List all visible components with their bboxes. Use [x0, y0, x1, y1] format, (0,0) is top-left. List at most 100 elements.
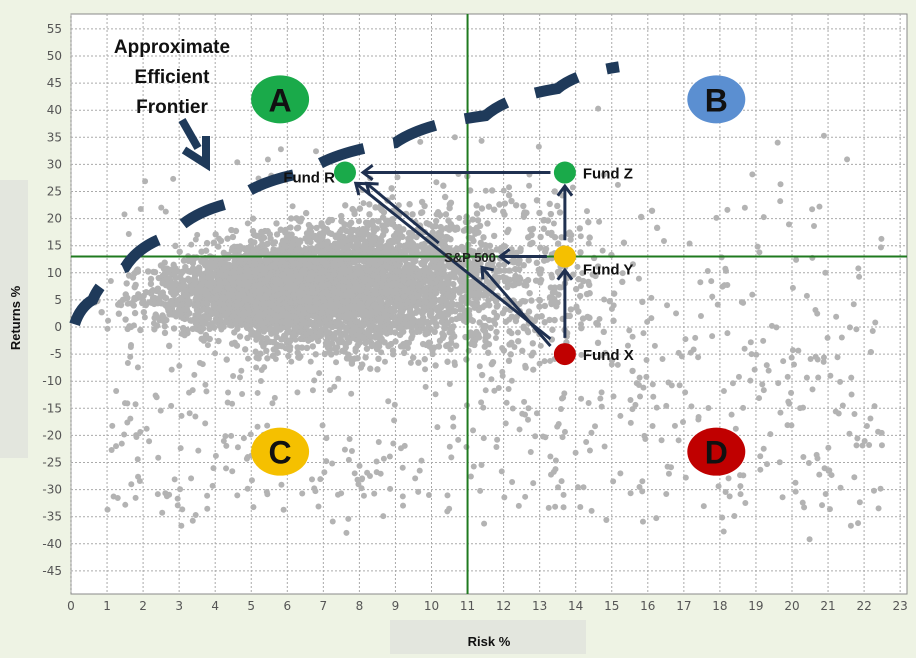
- scatter-point: [629, 367, 636, 375]
- scatter-point: [130, 302, 137, 309]
- scatter-point: [180, 277, 188, 285]
- scatter-point: [171, 270, 178, 278]
- scatter-point: [307, 328, 314, 335]
- scatter-point: [131, 309, 139, 317]
- x-title-box: [390, 620, 586, 654]
- scatter-point: [469, 317, 477, 325]
- scatter-point: [506, 267, 513, 274]
- scatter-point: [567, 236, 574, 243]
- scatter-point: [375, 218, 382, 225]
- scatter-point: [229, 233, 237, 241]
- scatter-point: [363, 345, 371, 352]
- scatter-point: [236, 333, 244, 340]
- scatter-point: [147, 280, 155, 288]
- scatter-point: [202, 247, 210, 254]
- scatter-point: [265, 314, 273, 322]
- scatter-point: [308, 245, 316, 252]
- scatter-point: [447, 220, 455, 228]
- scatter-point: [338, 212, 345, 220]
- scatter-point: [452, 225, 459, 233]
- scatter-point: [362, 339, 369, 347]
- scatter-point: [426, 279, 434, 286]
- scatter-point: [577, 249, 584, 256]
- scatter-point: [382, 227, 389, 234]
- scatter-point: [238, 321, 245, 328]
- scatter-point: [351, 355, 359, 362]
- scatter-point: [312, 351, 319, 358]
- scatter-point: [161, 329, 169, 337]
- scatter-point: [367, 365, 374, 372]
- scatter-point: [362, 354, 369, 361]
- scatter-point: [264, 355, 271, 362]
- scatter-point: [506, 341, 513, 348]
- scatter-point: [583, 290, 591, 298]
- scatter-point: [389, 351, 397, 358]
- scatter-point: [442, 211, 450, 218]
- scatter-point: [194, 301, 201, 308]
- scatter-point: [159, 280, 166, 287]
- scatter-point: [342, 292, 350, 299]
- scatter-point: [495, 261, 503, 269]
- scatter-point: [301, 319, 308, 327]
- scatter-point: [566, 229, 573, 236]
- scatter-point: [490, 232, 498, 240]
- scatter-point: [380, 276, 387, 283]
- scatter-point: [444, 341, 451, 349]
- scatter-point: [345, 221, 353, 229]
- scatter-point: [172, 242, 179, 250]
- scatter-point: [366, 201, 373, 208]
- scatter-point: [260, 234, 268, 241]
- scatter-point: [478, 205, 486, 212]
- scatter-point: [472, 265, 479, 273]
- scatter-point: [457, 306, 465, 313]
- scatter-point: [381, 311, 389, 319]
- scatter-point: [283, 312, 290, 320]
- scatter-point: [484, 349, 492, 356]
- scatter-point: [245, 316, 252, 323]
- scatter-point: [537, 233, 544, 241]
- scatter-point: [653, 224, 661, 232]
- scatter-point: [501, 211, 508, 218]
- scatter-point: [538, 313, 545, 320]
- scatter-point: [619, 278, 626, 286]
- scatter-point: [287, 215, 295, 222]
- scatter-point: [253, 232, 260, 240]
- scatter-point: [252, 348, 259, 355]
- scatter-point: [487, 324, 494, 332]
- scatter-point: [540, 257, 548, 264]
- scatter-point: [409, 310, 416, 318]
- scatter-point: [606, 297, 613, 305]
- scatter-point: [293, 225, 301, 232]
- scatter-point: [485, 297, 492, 304]
- scatter-point: [325, 281, 332, 288]
- scatter-point: [345, 351, 352, 358]
- scatter-point: [485, 203, 493, 210]
- scatter-point: [593, 319, 600, 327]
- scatter-point: [283, 234, 291, 241]
- scatter-point: [273, 231, 281, 238]
- scatter-point: [351, 259, 358, 266]
- scatter-point: [446, 204, 453, 212]
- scatter-point: [302, 235, 309, 242]
- scatter-point: [450, 271, 458, 279]
- scatter-point: [379, 214, 387, 221]
- scatter-point: [387, 220, 394, 227]
- scatter-point: [533, 259, 541, 267]
- scatter-point: [418, 209, 426, 216]
- scatter-point: [505, 192, 513, 199]
- scatter-point: [567, 306, 575, 313]
- scatter-point: [648, 207, 656, 214]
- scatter-point: [161, 301, 169, 308]
- scatter-point: [516, 266, 523, 273]
- scatter-point: [526, 289, 533, 297]
- scatter-point: [419, 340, 427, 348]
- scatter-point: [388, 185, 395, 192]
- scatter-point: [531, 317, 538, 325]
- scatter-point: [478, 371, 486, 379]
- scatter-point: [369, 217, 377, 225]
- scatter-point: [286, 338, 294, 345]
- scatter-point: [387, 265, 394, 272]
- scatter-point: [137, 326, 144, 334]
- scatter-point: [419, 244, 427, 252]
- scatter-point: [397, 331, 404, 338]
